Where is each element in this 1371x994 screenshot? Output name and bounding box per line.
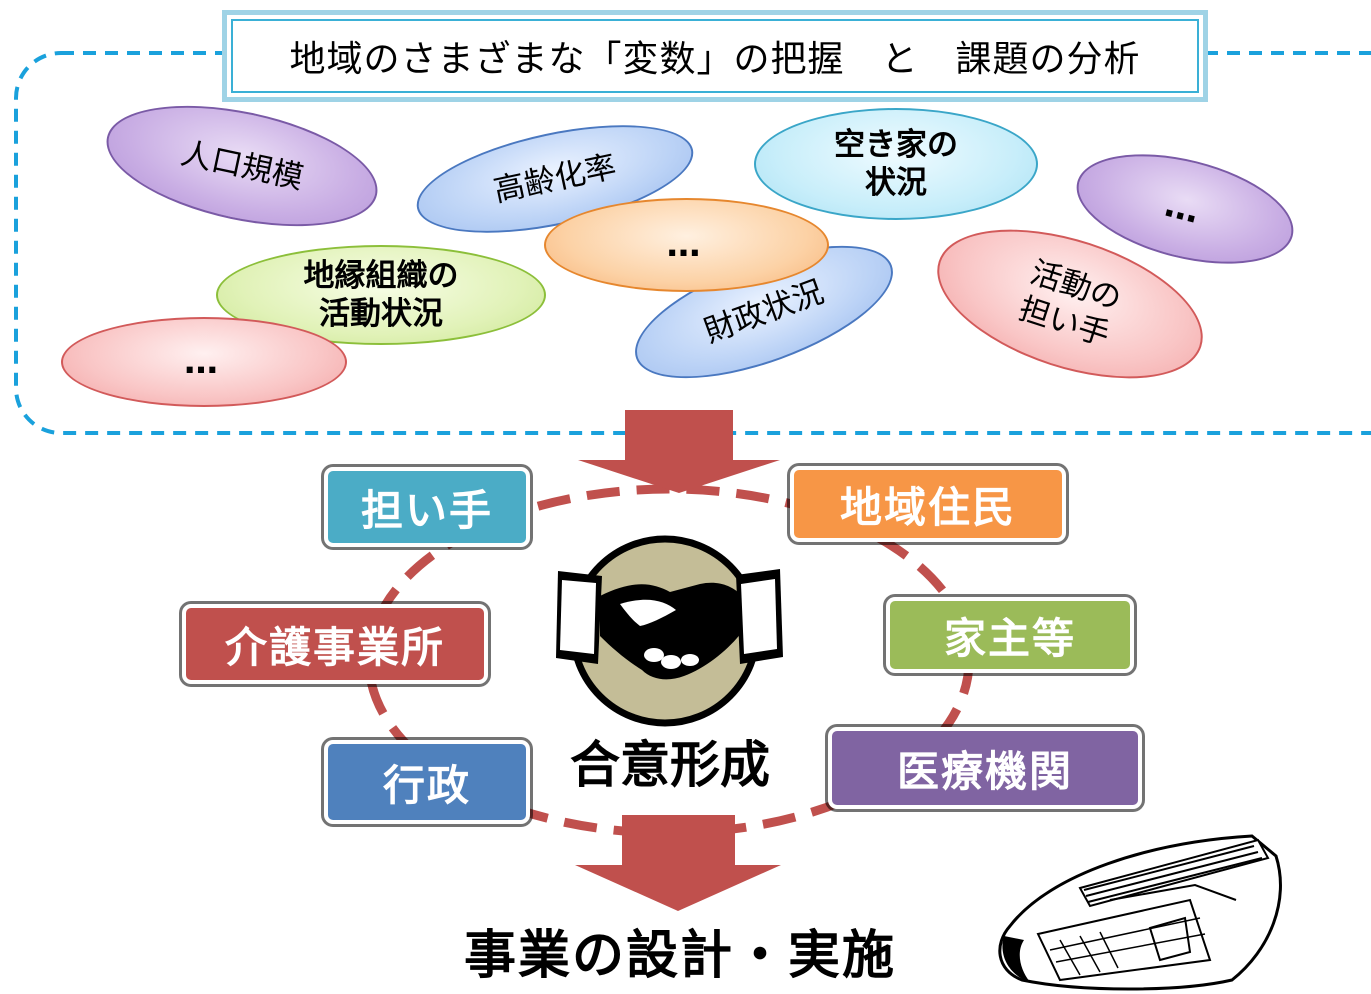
stakeholder-government: 行政 bbox=[324, 740, 530, 824]
arrow-down-top bbox=[578, 410, 780, 493]
stakeholder-care-office: 介護事業所 bbox=[182, 604, 488, 684]
variable-more-3: … bbox=[61, 317, 347, 407]
stakeholder-residents: 地域住民 bbox=[790, 466, 1066, 542]
header-title: 地域のさまざまな「変数」の把握 と 課題の分析 bbox=[289, 39, 1141, 80]
stakeholder-medical: 医療機関 bbox=[828, 727, 1142, 809]
variable-more-2: … bbox=[544, 198, 829, 292]
variable-vacant-houses: 空き家の 状況 bbox=[754, 108, 1038, 220]
consensus-label: 合意形成 bbox=[570, 736, 770, 794]
blueprint-icon bbox=[998, 834, 1282, 991]
stakeholder-landlords: 家主等 bbox=[886, 597, 1134, 673]
arrow-down-bottom bbox=[575, 815, 781, 911]
result-label: 事業の設計・実施 bbox=[463, 926, 896, 986]
stakeholder-bearers: 担い手 bbox=[324, 467, 530, 547]
header-title-box: 地域のさまざまな「変数」の把握 と 課題の分析 bbox=[222, 10, 1208, 102]
handshake-icon bbox=[556, 535, 783, 727]
